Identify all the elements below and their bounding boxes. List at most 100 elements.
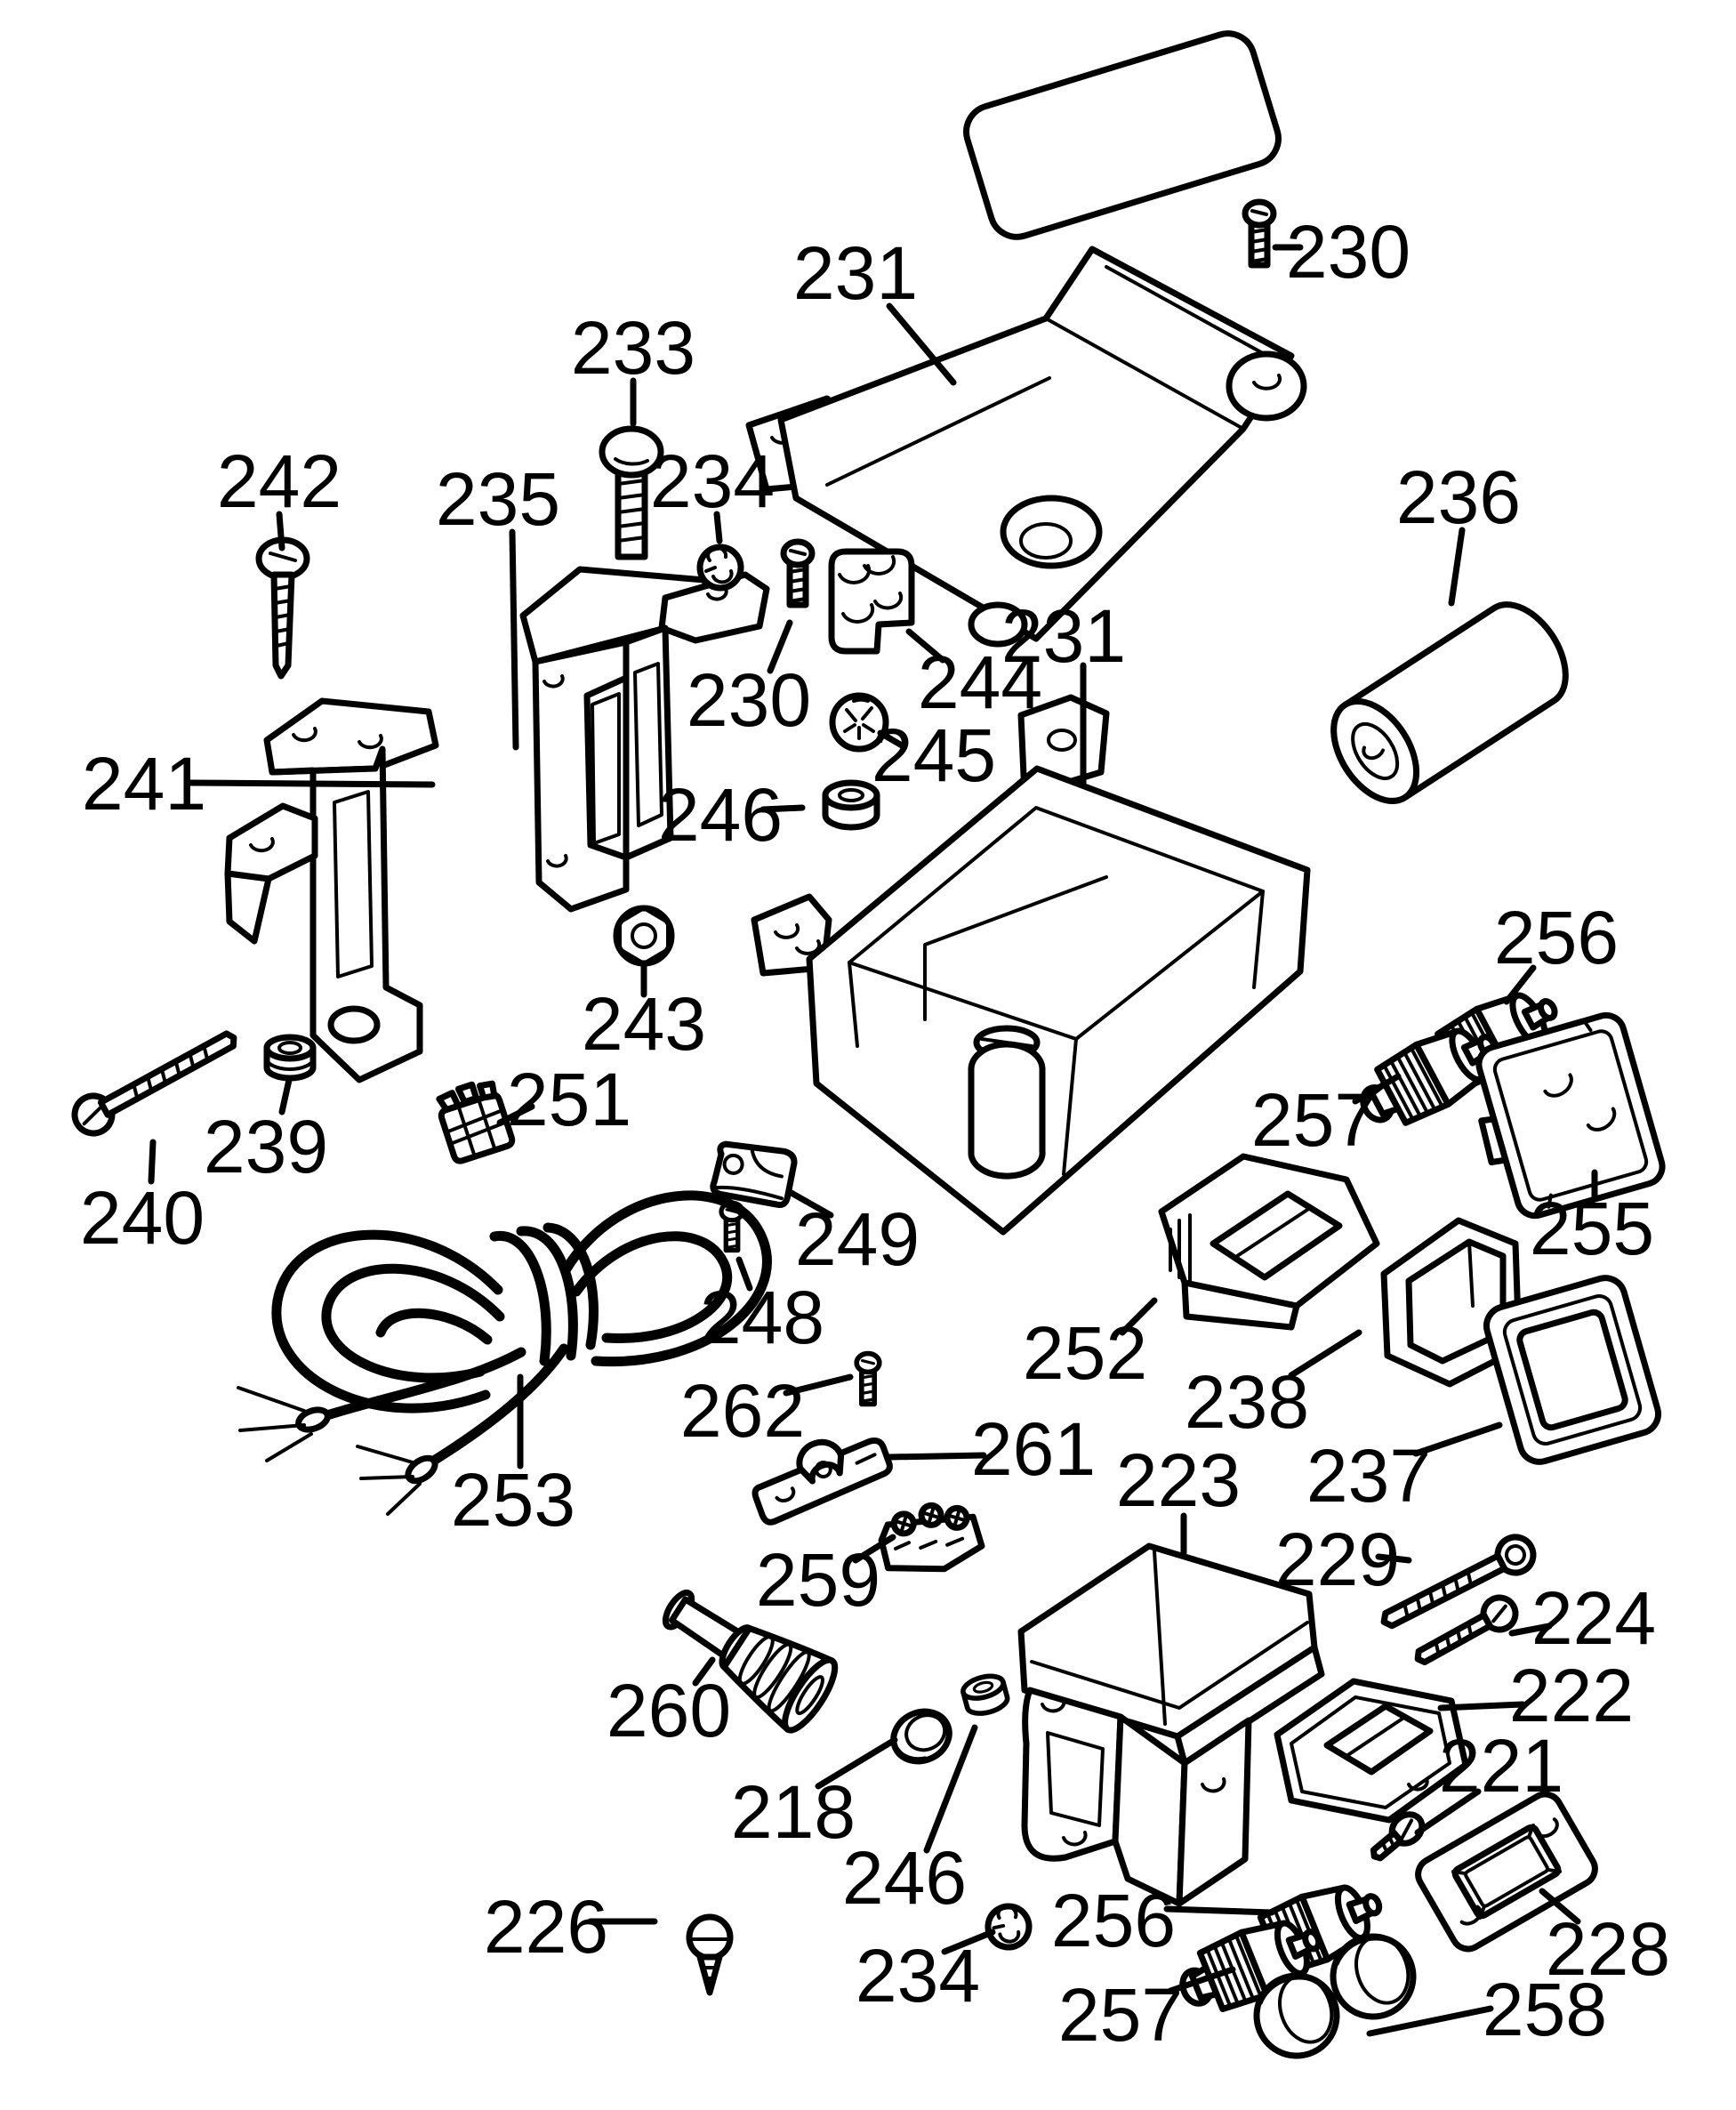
callout-leader-246 bbox=[760, 804, 806, 813]
part-number-238: 238 bbox=[1185, 1360, 1309, 1444]
part-number-224: 224 bbox=[1531, 1576, 1656, 1660]
nut-243 bbox=[613, 905, 675, 967]
callout-leader-262 bbox=[783, 1373, 854, 1397]
bushing-239 bbox=[263, 1034, 317, 1082]
ring-246-lower bbox=[960, 1672, 1009, 1718]
bolt-233 bbox=[599, 425, 664, 560]
part-number-262: 262 bbox=[680, 1369, 805, 1453]
part-number-252: 252 bbox=[1023, 1311, 1147, 1395]
screw-224 bbox=[1414, 1594, 1519, 1666]
part-number-249: 249 bbox=[795, 1197, 920, 1281]
callout-leader-230 bbox=[767, 619, 793, 674]
part-number-222: 222 bbox=[1509, 1654, 1634, 1737]
part-number-241: 241 bbox=[82, 742, 206, 825]
part-number-230: 230 bbox=[687, 658, 811, 742]
callout-leader-261 bbox=[886, 1452, 987, 1461]
part-number-256: 256 bbox=[1051, 1879, 1176, 1962]
part-number-240: 240 bbox=[80, 1176, 205, 1260]
connector-251 bbox=[436, 1080, 516, 1164]
part-number-256: 256 bbox=[1494, 896, 1619, 979]
cord-protector-260 bbox=[662, 1589, 839, 1734]
part-number-246: 246 bbox=[658, 773, 783, 857]
screw-230-mid bbox=[784, 542, 812, 605]
part-number-239: 239 bbox=[204, 1105, 328, 1188]
callout-leader-236 bbox=[1448, 527, 1466, 607]
callout-leader-248 bbox=[735, 1256, 753, 1292]
clamp-249 bbox=[710, 1140, 798, 1208]
part-number-236: 236 bbox=[1396, 455, 1521, 539]
callout-leader-221 bbox=[1414, 1788, 1482, 1836]
part-number-223: 223 bbox=[1116, 1438, 1241, 1522]
bracket-235 bbox=[519, 566, 770, 913]
callout-leader-218 bbox=[815, 1736, 898, 1790]
callout-leader-251 bbox=[496, 1103, 535, 1126]
callout-leader-224 bbox=[1508, 1623, 1553, 1637]
callout-leader-258 bbox=[1366, 2005, 1494, 2037]
switch-222 bbox=[1274, 1678, 1469, 1824]
housing-231 bbox=[751, 694, 1311, 1236]
callout-leader-239 bbox=[278, 1076, 293, 1115]
callout-leader-229 bbox=[1375, 1553, 1412, 1564]
cover-238 bbox=[1380, 1217, 1523, 1388]
part-number-257: 257 bbox=[1058, 1973, 1183, 2057]
callout-leader-245 bbox=[877, 729, 905, 749]
callout-leader-237 bbox=[1412, 1421, 1503, 1457]
cable-clamp-261 bbox=[751, 1438, 893, 1526]
spacer-244 bbox=[828, 548, 915, 655]
part-number-218: 218 bbox=[731, 1770, 856, 1854]
callout-leader-259 bbox=[852, 1534, 896, 1564]
screw-230-top bbox=[1245, 202, 1274, 265]
part-number-234: 234 bbox=[856, 1934, 980, 2017]
callout-leader-257 bbox=[1167, 1966, 1236, 1994]
part-number-244: 244 bbox=[918, 640, 1042, 724]
callout-leader-231 bbox=[886, 302, 957, 386]
part-number-251: 251 bbox=[507, 1058, 631, 1141]
locknut-245 bbox=[829, 692, 889, 753]
screw-262 bbox=[856, 1354, 880, 1405]
callout-leader-257 bbox=[1352, 1073, 1402, 1105]
screw-221 bbox=[1370, 1811, 1426, 1862]
screw-240 bbox=[71, 1030, 237, 1137]
part-number-243: 243 bbox=[582, 982, 706, 1066]
field-case-223 bbox=[1017, 1542, 1325, 1907]
roller-246-mid bbox=[825, 783, 877, 827]
nut-234-lower bbox=[985, 1903, 1032, 1950]
part-number-259: 259 bbox=[756, 1538, 880, 1622]
part-number-230: 230 bbox=[1286, 210, 1410, 294]
part-number-260: 260 bbox=[607, 1669, 731, 1752]
gasket-237 bbox=[1483, 1275, 1661, 1465]
part-number-246: 246 bbox=[842, 1836, 967, 1920]
callout-leader-256 bbox=[1503, 964, 1537, 1005]
part-number-261: 261 bbox=[971, 1407, 1096, 1491]
callout-leader-238 bbox=[1288, 1329, 1362, 1379]
bracket-241 bbox=[224, 697, 439, 1083]
part-number-245: 245 bbox=[872, 713, 996, 797]
callout-leader-241 bbox=[187, 779, 436, 788]
screw-242 bbox=[255, 536, 310, 680]
part-number-231: 231 bbox=[793, 231, 918, 315]
part-number-257: 257 bbox=[1251, 1078, 1376, 1162]
part-number-231: 231 bbox=[1001, 594, 1126, 678]
brush-plate-255 bbox=[1475, 1011, 1666, 1220]
callout-leader-252 bbox=[1119, 1297, 1158, 1336]
callout-leader-234 bbox=[713, 511, 723, 544]
screw-229 bbox=[1380, 1534, 1537, 1630]
callout-leader-249 bbox=[786, 1188, 834, 1219]
callout-leader-256 bbox=[1163, 1905, 1275, 1916]
callout-leader-244 bbox=[905, 628, 946, 664]
part-number-248: 248 bbox=[700, 1276, 824, 1359]
part-number-221: 221 bbox=[1439, 1724, 1563, 1808]
part-number-242: 242 bbox=[217, 439, 342, 523]
screw-226 bbox=[686, 1913, 734, 1996]
terminal-259 bbox=[878, 1502, 985, 1573]
part-number-235: 235 bbox=[436, 457, 560, 541]
part-number-237: 237 bbox=[1306, 1434, 1431, 1518]
part-number-234: 234 bbox=[650, 439, 775, 523]
callout-leader-228 bbox=[1539, 1888, 1581, 1925]
top-cover-plate-231 bbox=[745, 246, 1307, 648]
callout-leader-246 bbox=[923, 1724, 978, 1854]
power-cord-253 bbox=[237, 1190, 772, 1516]
callout-leader-235 bbox=[509, 528, 519, 751]
